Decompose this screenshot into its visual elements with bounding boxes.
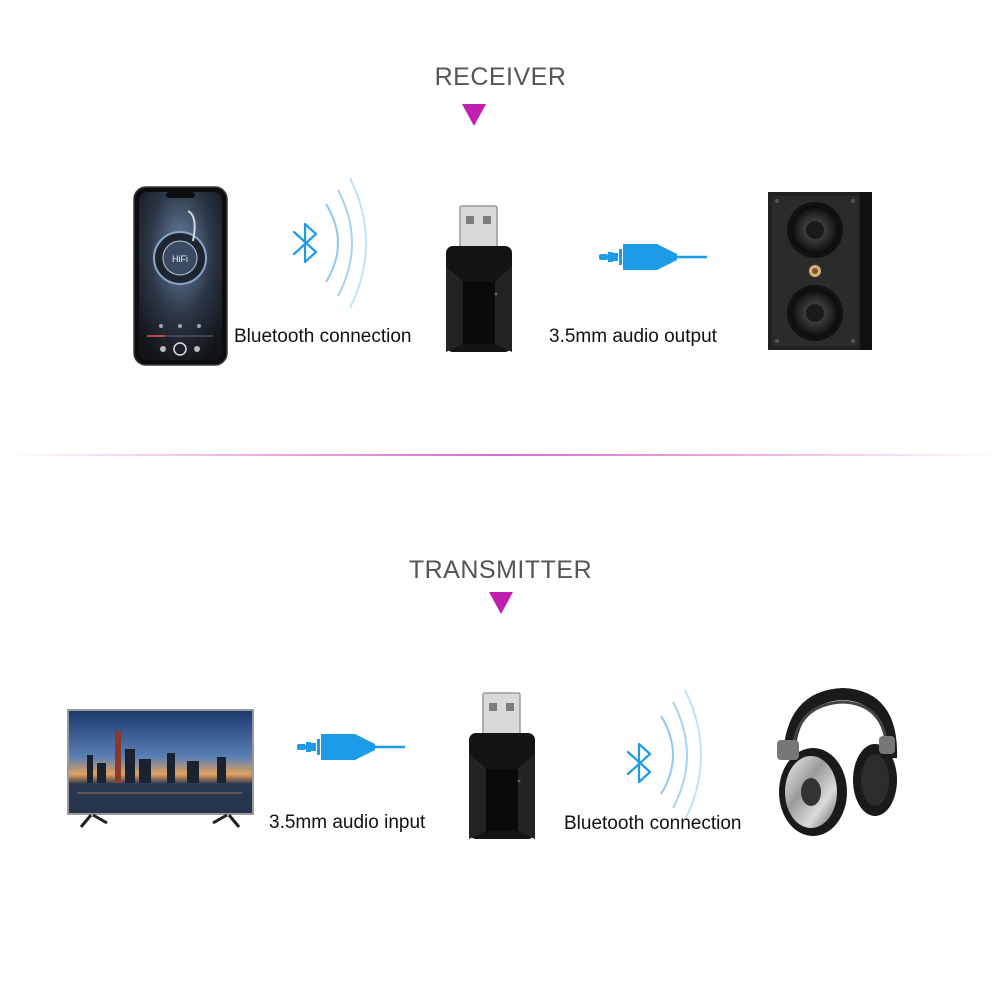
section-divider bbox=[0, 454, 1001, 456]
transmitter-audio-label: 3.5mm audio input bbox=[269, 812, 426, 833]
smartphone-icon: HiFi bbox=[133, 186, 228, 366]
transmitter-heading: TRANSMITTER bbox=[408, 556, 593, 584]
receiver-heading: RECEIVER bbox=[434, 63, 567, 91]
audio-jack-icon bbox=[297, 734, 405, 760]
receiver-bluetooth-label: Bluetooth connection bbox=[234, 326, 412, 347]
bluetooth-icon bbox=[292, 222, 318, 264]
audio-jack-icon bbox=[599, 244, 707, 270]
transmitter-down-arrow-icon bbox=[489, 592, 513, 614]
signal-waves-icon bbox=[660, 689, 702, 821]
transmitter-bluetooth-label: Bluetooth connection bbox=[564, 813, 742, 834]
headphones-icon bbox=[777, 687, 898, 836]
usb-dongle-icon bbox=[469, 692, 535, 839]
receiver-audio-label: 3.5mm audio output bbox=[549, 326, 717, 347]
tv-icon bbox=[67, 709, 254, 828]
signal-waves-icon bbox=[325, 177, 367, 309]
speaker-icon bbox=[768, 192, 872, 350]
bluetooth-icon bbox=[626, 742, 652, 784]
phone-hifi-badge: HiFi bbox=[172, 254, 188, 264]
receiver-down-arrow-icon bbox=[462, 104, 486, 126]
usb-dongle-icon bbox=[446, 205, 512, 352]
